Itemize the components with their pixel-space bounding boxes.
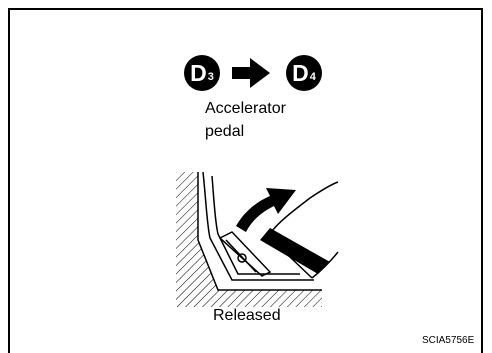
- figure-frame: [8, 8, 483, 353]
- gear-d4-number: 4: [309, 71, 316, 83]
- accelerator-label-line2: pedal: [205, 123, 245, 140]
- gear-d4-letter: D: [292, 59, 309, 86]
- accelerator-label-line1: Accelerator: [205, 100, 286, 117]
- figure-id: SCIA5756E: [422, 335, 475, 346]
- floor-hatch: [176, 172, 322, 307]
- release-arrow-icon: [236, 188, 296, 232]
- pedal-pad: [260, 228, 330, 274]
- foot-shoe: [267, 181, 339, 279]
- released-label: Released: [213, 307, 281, 324]
- pedal-hinge: [218, 231, 272, 277]
- gear-d4-badge: D 4: [286, 55, 322, 91]
- gear-d3-letter: D: [190, 59, 207, 86]
- gear-d3-number: 3: [207, 71, 214, 83]
- gear-d3-badge: D 3: [184, 55, 220, 91]
- firewall-panel: [202, 171, 314, 281]
